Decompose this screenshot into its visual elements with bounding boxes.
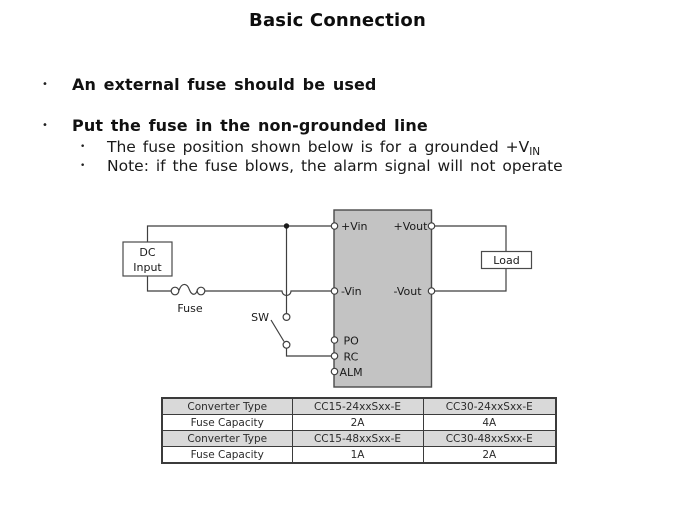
fuse-terminals [170, 286, 206, 296]
sub-bullet-text: Note: if the fuse blows, the alarm signa… [107, 157, 563, 175]
converter-block [333, 209, 433, 388]
table-cell: Converter Type [161, 430, 293, 447]
sw-label: SW [251, 311, 269, 324]
wire-switch-to-rc [285, 348, 332, 357]
switch-contact-top [282, 313, 291, 322]
table-cell: Fuse Capacity [161, 446, 293, 464]
table-cell: CC30-48xxSxx-E [422, 430, 557, 447]
load-label: Load [493, 254, 519, 267]
terminal-po [330, 336, 339, 344]
table-cell: CC30-24xxSxx-E [422, 397, 557, 415]
fuse-spec-table: Converter Type CC15-24xxSxx-E CC30-24xxS… [161, 397, 557, 464]
terminal-vin-minus [330, 287, 339, 295]
table-cell: Fuse Capacity [161, 414, 293, 431]
table-cell: 1A [291, 446, 424, 464]
table-cell: CC15-48xxSxx-E [291, 430, 424, 447]
bullet-marker: • [42, 79, 48, 90]
wires [146, 225, 507, 357]
pin-label-vout-minus: -Vout [394, 285, 423, 298]
pin-terminals [330, 222, 436, 376]
wire-output-bottom [435, 268, 507, 292]
junction-dot [283, 223, 290, 229]
dc-input-label-line1: DC [139, 246, 155, 259]
table-row: Fuse Capacity 2A 4A [161, 414, 557, 431]
wire-input-top [146, 225, 332, 242]
table-cell: 2A [422, 446, 557, 464]
fuse-terminal-left [170, 286, 180, 296]
switch-lever [270, 319, 285, 342]
table-cell: Converter Type [161, 397, 293, 415]
sub-bullet-alarm-note: • Note: if the fuse blows, the alarm sig… [80, 157, 563, 176]
terminal-vout-minus [427, 287, 436, 295]
pin-label-vin-plus: +Vin [341, 220, 368, 233]
bullet-marker: • [80, 142, 86, 152]
bullet-marker: • [42, 120, 48, 131]
fuse-wave [178, 283, 199, 295]
sub-bullet-main: The fuse position shown below is for a g… [107, 138, 530, 156]
bullet-text: An external fuse should be used [72, 75, 377, 94]
pin-label-vout-plus: +Vout [394, 220, 429, 233]
pin-label-rc: RC [344, 351, 359, 364]
wire-output-top [435, 225, 507, 252]
sub-bullet-text: The fuse position shown below is for a g… [107, 138, 541, 158]
pin-label-vin-minus: -Vin [341, 285, 362, 298]
page-title: Basic Connection [249, 10, 426, 31]
fuse-label: Fuse [177, 302, 202, 315]
table-row: Fuse Capacity 1A 2A [161, 446, 557, 464]
switch-contact-bottom [282, 340, 291, 349]
pin-label-po: PO [344, 335, 360, 348]
dc-input-box [122, 241, 173, 277]
fuse-terminal-right [196, 286, 206, 296]
terminal-vin-plus [330, 222, 339, 230]
terminal-rc [330, 352, 339, 360]
wire-input-bottom-left [146, 276, 172, 292]
vin-subscript: IN [529, 146, 541, 158]
sub-bullet-fuse-position: • The fuse position shown below is for a… [80, 138, 540, 157]
bullet-marker: • [80, 161, 86, 171]
bullet-text: Put the fuse in the non-grounded line [72, 116, 428, 135]
pin-label-alm: ALM [340, 366, 363, 379]
diagram-labels: DC Input Fuse SW Load +Vin +Vout -Vin -V… [133, 220, 519, 379]
table-cell: 4A [422, 414, 557, 431]
table-row: Converter Type CC15-24xxSxx-E CC30-24xxS… [161, 397, 557, 415]
terminal-vout-plus [427, 222, 436, 230]
bullet-external-fuse: • An external fuse should be used [42, 75, 376, 95]
switch-contacts [282, 313, 291, 349]
load-box [480, 250, 533, 270]
wire-input-bottom-right-with-hop [205, 290, 332, 297]
dc-input-label-line2: Input [133, 261, 162, 274]
table-cell: 2A [291, 414, 424, 431]
terminal-alm [330, 367, 339, 376]
circuit-diagram: DC Input Fuse SW Load +Vin +Vout -Vin -V… [122, 209, 533, 388]
table-cell: CC15-24xxSxx-E [291, 397, 424, 415]
table-row: Converter Type CC15-48xxSxx-E CC30-48xxS… [161, 430, 557, 447]
bullet-non-grounded: • Put the fuse in the non-grounded line [42, 116, 428, 136]
